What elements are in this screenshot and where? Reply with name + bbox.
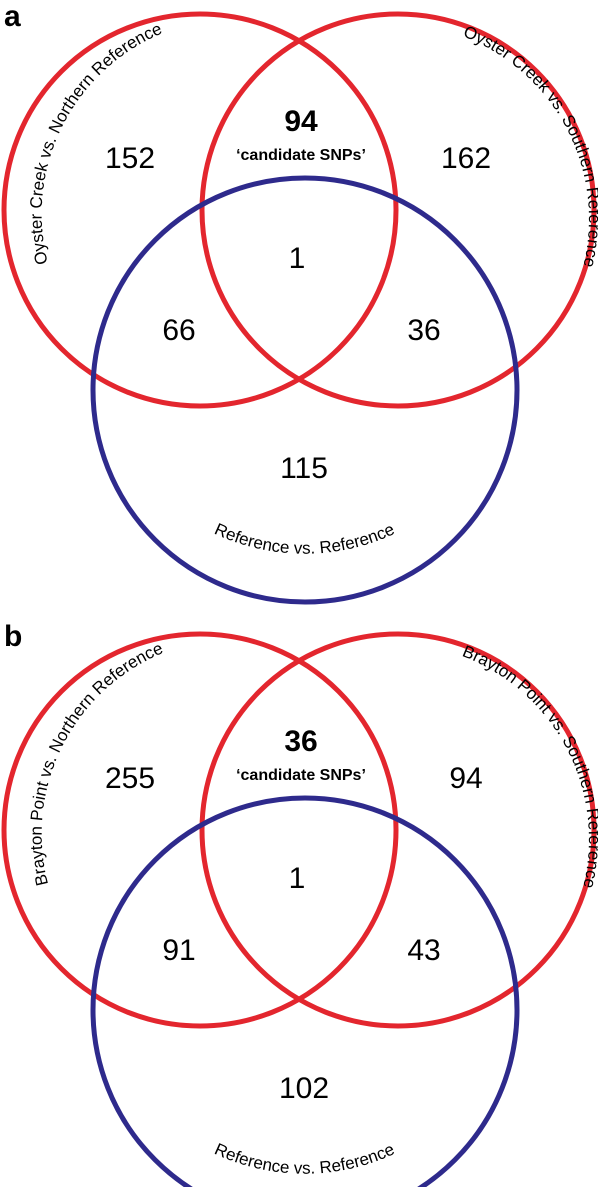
count-bottom-only: 115 <box>280 452 328 485</box>
count-all-three: 1 <box>289 242 306 275</box>
panel-label: b <box>4 620 22 653</box>
panel-label: a <box>4 0 21 33</box>
left-set-circle <box>1 631 399 1029</box>
bottom-set-circle <box>90 175 520 605</box>
count-left-only: 152 <box>105 142 155 175</box>
count-left-only: 255 <box>105 762 155 795</box>
right-set-circle <box>199 631 597 1029</box>
count-right-bottom: 36 <box>407 314 440 347</box>
count-right-bottom: 43 <box>407 934 440 967</box>
venn-panel-b: b Brayton Point vs. Northern Reference B… <box>1 620 598 1187</box>
right-set-circle <box>199 11 597 409</box>
bottom-set-label: Reference vs. Reference <box>212 519 398 557</box>
count-left-right: 36 <box>284 725 317 758</box>
count-all-three: 1 <box>289 862 306 895</box>
count-left-bottom: 91 <box>162 934 195 967</box>
count-left-right: 94 <box>284 105 318 138</box>
count-right-only: 94 <box>449 762 482 795</box>
candidate-snps-note: ‘candidate SNPs’ <box>236 767 366 784</box>
count-left-bottom: 66 <box>162 314 195 347</box>
bottom-set-label: Reference vs. Reference <box>212 1139 398 1177</box>
venn-panel-a: a Oyster Creek vs. Northern Reference Oy… <box>1 0 598 605</box>
candidate-snps-note: ‘candidate SNPs’ <box>236 147 366 164</box>
count-right-only: 162 <box>441 142 491 175</box>
bottom-set-circle <box>90 795 520 1187</box>
count-bottom-only: 102 <box>279 1072 329 1105</box>
left-set-circle <box>1 11 399 409</box>
